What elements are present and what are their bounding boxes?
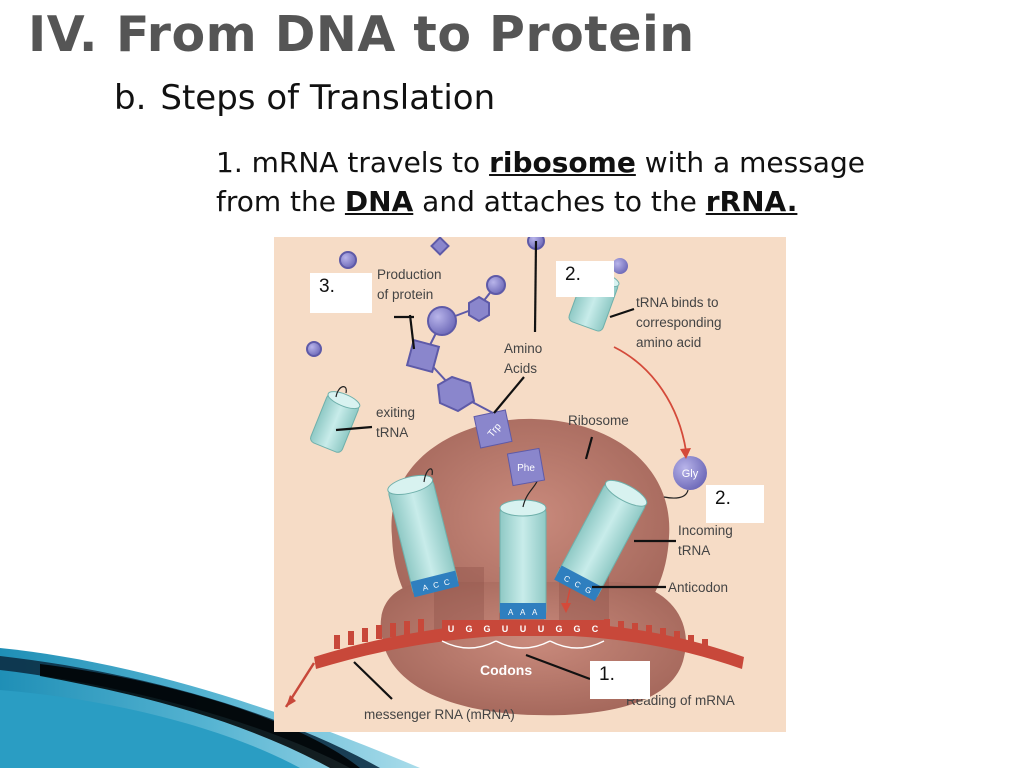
base-label: G <box>583 585 593 596</box>
phe-amino-acid: Phe <box>506 447 546 487</box>
callout-3: 3. <box>310 273 372 313</box>
step-text-part: 1. mRNA travels to <box>216 146 490 179</box>
base-label: C <box>562 574 572 585</box>
gly-label: Gly <box>682 468 699 480</box>
term-ribosome: ribosome <box>489 146 636 179</box>
label-trna-in: tRNA <box>678 543 710 558</box>
callout-1: 1. <box>590 661 650 699</box>
label-corresponding: corresponding <box>636 315 722 330</box>
base-label: C <box>592 624 599 634</box>
trna-middle: A A A <box>499 499 547 619</box>
gly-amino-acid <box>673 456 707 490</box>
subtitle-text: Steps of Translation <box>160 78 496 118</box>
subtitle-letter: b. <box>114 78 147 118</box>
label-anticodon: Anticodon <box>668 580 728 595</box>
step-line-1: 1. mRNA travels to ribosome with a messa… <box>216 143 1006 182</box>
base-label: A <box>520 608 526 617</box>
base-label: C <box>432 580 440 590</box>
step-1-text: 1. mRNA travels to ribosome with a messa… <box>216 143 1006 221</box>
label-incoming: Incoming <box>678 523 733 538</box>
base-label: C <box>573 579 583 590</box>
label-amino-acid: amino acid <box>636 335 701 350</box>
label-of-protein: of protein <box>377 287 433 302</box>
label-acids: Acids <box>504 361 537 376</box>
polypeptide-chain <box>306 237 545 414</box>
leader-lines <box>335 240 676 700</box>
base-label: G <box>465 624 472 634</box>
translation-diagram: U G G U U U G G C A C C A A <box>274 237 786 732</box>
label-exiting: exiting <box>376 405 415 420</box>
slide-title: IV. From DNA to Protein <box>28 6 695 63</box>
codon-braces <box>441 640 605 649</box>
callout-2-mid: 2. <box>706 485 764 523</box>
mrna-codon-bases: U G G U U U G G C <box>442 620 604 636</box>
trp-amino-acid: Trp <box>473 409 513 449</box>
label-codons: Codons <box>480 662 532 678</box>
label-reading: Reading of mRNA <box>626 693 735 708</box>
callout-2-top: 2. <box>556 261 614 297</box>
trna-left: A C C <box>387 474 460 598</box>
label-messenger: messenger RNA (mRNA) <box>364 707 515 722</box>
step-text-part: and attaches to the <box>413 185 706 218</box>
base-label: U <box>448 624 455 634</box>
term-dna: DNA <box>344 185 414 218</box>
base-label: U <box>520 624 527 634</box>
step-text-part: with a message <box>635 146 865 179</box>
term-rrna: rRNA. <box>705 185 798 218</box>
base-label: G <box>573 624 580 634</box>
base-label: U <box>502 624 509 634</box>
label-trna-binds: tRNA binds to <box>636 295 719 310</box>
base-label: C <box>443 577 451 587</box>
base-label: A <box>508 608 514 617</box>
label-amino: Amino <box>504 341 542 356</box>
base-label: G <box>483 624 490 634</box>
title-number: IV. <box>28 6 98 63</box>
label-trna-exit: tRNA <box>376 425 408 440</box>
phe-label: Phe <box>517 463 535 474</box>
base-label: A <box>532 608 538 617</box>
base-label: A <box>422 583 430 593</box>
binding-arrow <box>613 346 687 452</box>
title-text: From DNA to Protein <box>115 6 695 63</box>
step-text-part: from the <box>216 185 345 218</box>
base-label: U <box>538 624 545 634</box>
label-production: Production <box>377 267 442 282</box>
step-line-2: from the DNA and attaches to the rRNA. <box>216 182 1006 221</box>
label-ribosome: Ribosome <box>568 413 629 428</box>
trna-right: C C G <box>554 479 648 602</box>
mrna-strand <box>284 619 744 708</box>
base-label: G <box>555 624 562 634</box>
slide-subtitle: b. Steps of Translation <box>114 78 495 118</box>
